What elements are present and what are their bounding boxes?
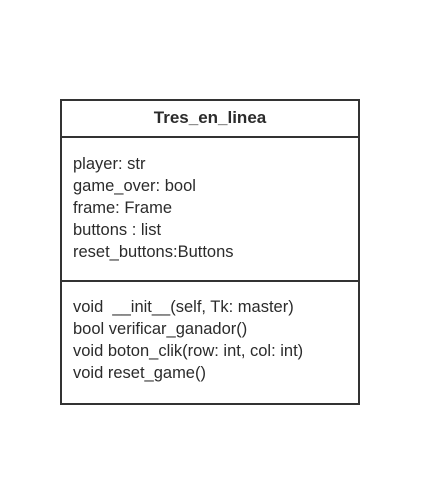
attribute-frame: frame: Frame — [73, 199, 173, 217]
method-reset-game: void reset_game() — [73, 364, 206, 382]
methods-compartment: void __init__(self, Tk: master) bool ver… — [62, 282, 358, 384]
method-boton-clik: void boton_clik(row: int, col: int) — [73, 342, 304, 360]
attribute-buttons: buttons : list — [73, 221, 162, 239]
class-name: Tres_en_linea — [62, 101, 358, 138]
uml-class-box: Tres_en_linea player: str game_over: boo… — [60, 99, 360, 405]
method-verificar-ganador: bool verificar_ganador() — [73, 320, 248, 338]
attribute-reset-buttons: reset_buttons:Buttons — [73, 243, 234, 261]
attributes-compartment: player: str game_over: bool frame: Frame… — [62, 138, 358, 282]
attribute-player: player: str — [73, 155, 146, 173]
method-init: void __init__(self, Tk: master) — [73, 298, 294, 316]
attribute-game-over: game_over: bool — [73, 177, 196, 195]
